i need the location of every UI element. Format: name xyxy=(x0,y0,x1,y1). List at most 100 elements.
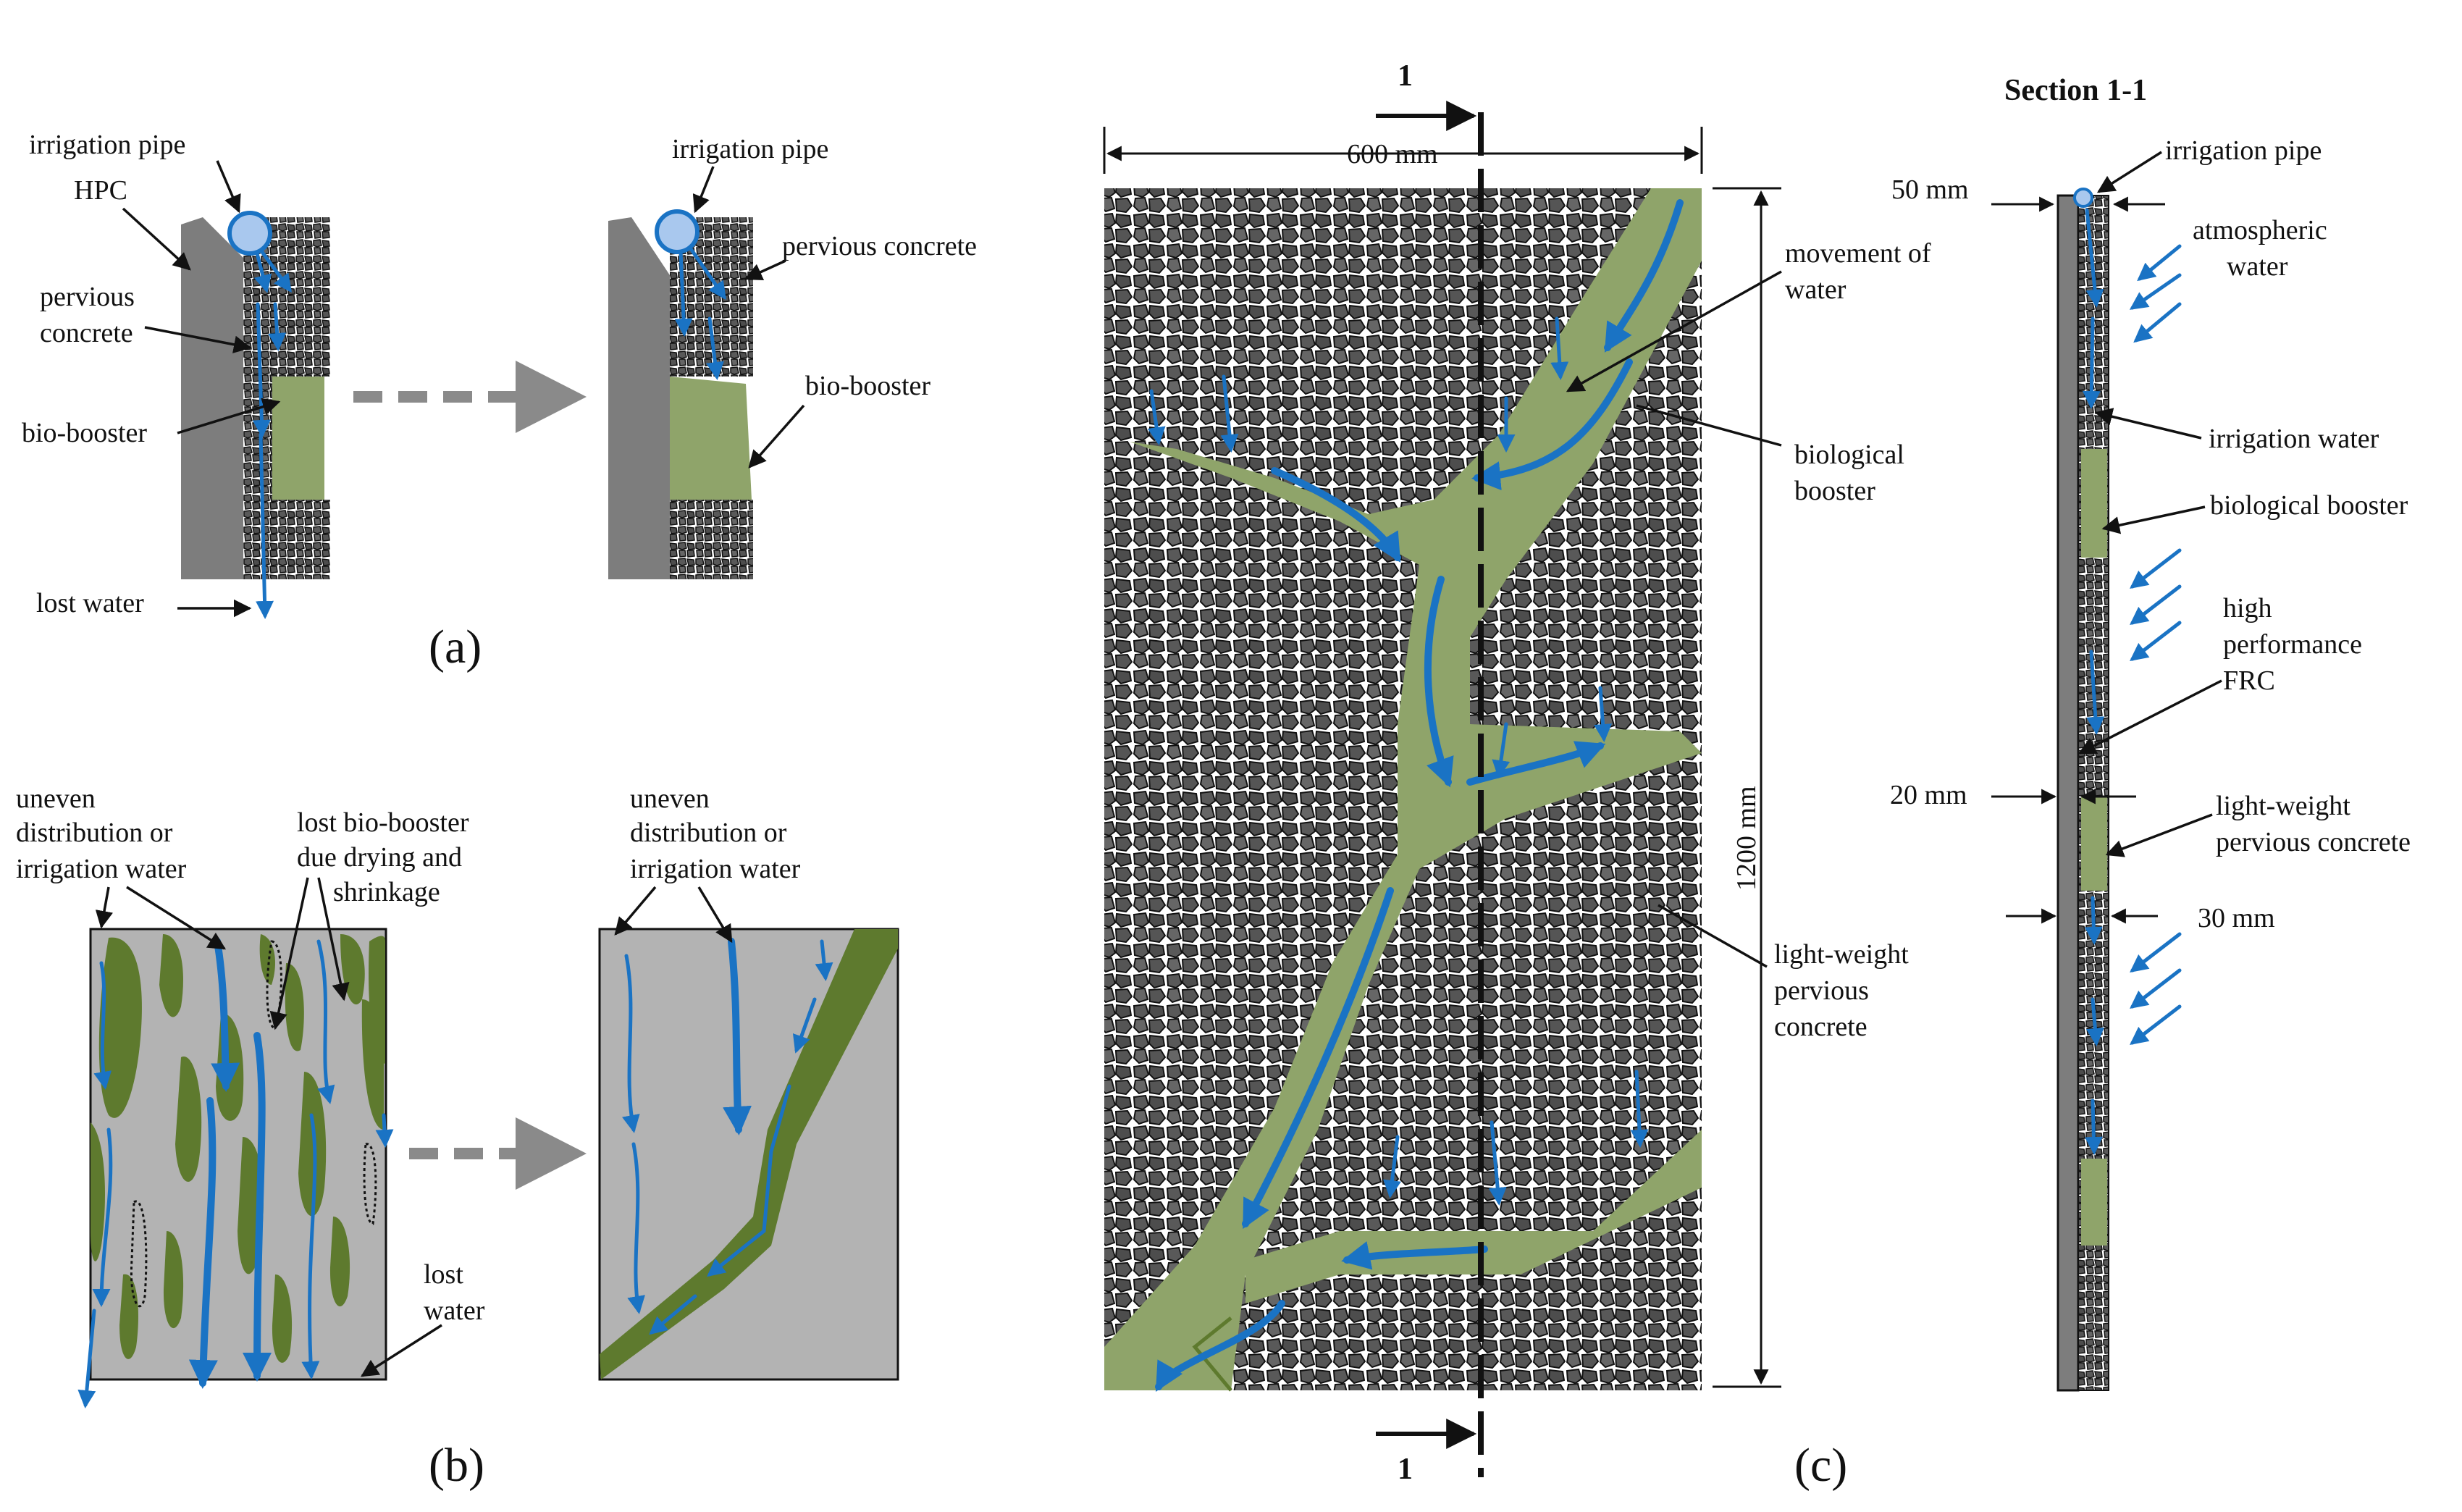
panel-b-left: uneven distribution or irrigation water … xyxy=(16,784,485,1408)
water-arrow xyxy=(1492,722,1511,778)
water-arrow xyxy=(1147,389,1166,445)
leader-line xyxy=(697,886,733,944)
label-lw-2: pervious xyxy=(1774,975,1869,1006)
panel-c: 1 1 600 mm 1200 mm movement of water bio… xyxy=(1103,59,1931,1486)
label-bio-booster: bio-booster xyxy=(22,418,147,448)
lost-booster-outline xyxy=(266,940,282,1030)
irrigation-pipe-circle xyxy=(2073,188,2093,208)
label-uneven-r3: irrigation water xyxy=(630,854,801,884)
label-uneven-3: irrigation water xyxy=(16,854,187,884)
section-mark-top: 1 xyxy=(1398,59,1413,93)
water-arrow xyxy=(256,432,274,619)
panel-a-right: irrigation pipe pervious concrete bio-bo… xyxy=(608,134,977,579)
label-uneven-2: distribution or xyxy=(16,818,173,848)
leader-line xyxy=(748,404,805,469)
label-bio-booster-r: bio-booster xyxy=(805,371,930,401)
water-flow xyxy=(1242,887,1394,1230)
panel-label-b: (b) xyxy=(429,1439,484,1492)
label-lost-water-2: water xyxy=(424,1295,485,1326)
water-arrow xyxy=(188,1097,218,1389)
label-lwp-1: light-weight xyxy=(2216,791,2350,821)
bio-booster-strip xyxy=(2081,797,2107,891)
label-hp-3: FRC xyxy=(2223,665,2275,696)
label-lost-water: lost water xyxy=(36,588,144,618)
water-arrow xyxy=(2085,997,2104,1046)
lost-booster-outline xyxy=(130,1200,148,1308)
label-movement-2: water xyxy=(1785,274,1846,305)
label-hp-1: high xyxy=(2223,593,2272,623)
leader-line xyxy=(1566,270,1782,392)
hpc-wall xyxy=(608,217,670,579)
bio-booster-fill xyxy=(272,377,324,507)
label-hp-2: performance xyxy=(2223,629,2362,660)
water-arrow xyxy=(723,938,752,1135)
water-arrow xyxy=(375,1113,394,1148)
water-arrow xyxy=(2086,650,2105,735)
leader-line xyxy=(2077,679,2222,755)
leader-line xyxy=(2096,151,2162,193)
water-flow xyxy=(1466,741,1606,786)
lost-booster-outline xyxy=(363,1143,377,1225)
water-flow xyxy=(1155,1300,1285,1392)
water-flow xyxy=(1271,467,1401,563)
irrigation-pipe-circle xyxy=(655,209,699,254)
leader-line xyxy=(216,160,241,214)
label-lw-1: light-weight xyxy=(1774,939,1909,970)
bio-booster-fill xyxy=(670,377,752,500)
water-arrow xyxy=(2084,1099,2103,1155)
bio-booster-edge xyxy=(1192,1316,1232,1392)
water-arrow xyxy=(316,939,335,1104)
water-arrow xyxy=(1488,1120,1507,1206)
leader-line xyxy=(614,886,657,936)
atmospheric-water-arrows xyxy=(2129,244,2182,1046)
water-arrow xyxy=(674,250,693,337)
water-arrow xyxy=(1630,1070,1649,1148)
water-flow xyxy=(1604,199,1684,353)
label-atmospheric-1: atmospheric xyxy=(2193,215,2327,245)
label-irrigation-pipe-s: irrigation pipe xyxy=(2165,135,2322,166)
dim-50mm: 50 mm xyxy=(1891,175,1969,205)
label-bio-2: booster xyxy=(1794,476,1875,506)
label-lwp-2: pervious concrete xyxy=(2216,827,2411,857)
water-arrow xyxy=(1594,686,1613,742)
water-arrow xyxy=(2082,316,2101,409)
panel-label-a: (a) xyxy=(429,621,482,673)
label-lost-2: due drying and xyxy=(297,842,462,873)
label-uneven-r1: uneven xyxy=(630,784,710,814)
label-irrigation-pipe-r: irrigation pipe xyxy=(672,134,828,164)
label-hpc: HPC xyxy=(74,175,127,206)
water-arrow xyxy=(77,1309,96,1408)
water-arrow xyxy=(707,1084,791,1277)
label-pervious-concrete-r: pervious concrete xyxy=(782,231,977,261)
panel-label-c: (c) xyxy=(1794,1439,1847,1492)
section-title: Section 1-1 xyxy=(2004,74,2147,107)
bio-booster-strip xyxy=(2081,449,2107,558)
label-bio-1: biological xyxy=(1794,440,1904,470)
section-1-1: Section 1-1 irrigation pipe 50 mm atm xyxy=(1890,74,2411,1392)
water-arrow xyxy=(243,1032,272,1382)
pervious-concrete-bottom xyxy=(670,500,753,579)
water-arrow xyxy=(1383,1135,1401,1198)
water-arrow xyxy=(622,954,640,1133)
water-arrow xyxy=(792,997,817,1054)
transition-arrow-a xyxy=(353,361,587,433)
leader-line xyxy=(744,259,786,281)
water-arrow xyxy=(211,938,240,1092)
leader-line xyxy=(2094,408,2202,440)
bio-booster-network xyxy=(1104,188,1702,1390)
bio-booster-strip xyxy=(2081,1159,2107,1246)
leader-line xyxy=(144,326,252,353)
label-lw-3: concrete xyxy=(1774,1012,1867,1042)
leader-line xyxy=(692,166,715,214)
irrigation-pipe-circle xyxy=(227,211,272,256)
water-arrow xyxy=(92,1127,113,1307)
pervious-concrete-left-strip xyxy=(243,377,272,507)
leader-line xyxy=(360,1324,442,1377)
height-dimension: 1200 mm xyxy=(1731,786,1762,891)
water-arrow xyxy=(627,1142,645,1314)
water-arrow xyxy=(2084,896,2103,945)
water-arrow xyxy=(649,1294,697,1335)
water-arrow xyxy=(253,251,272,293)
label-biological-booster: biological booster xyxy=(2210,490,2408,521)
